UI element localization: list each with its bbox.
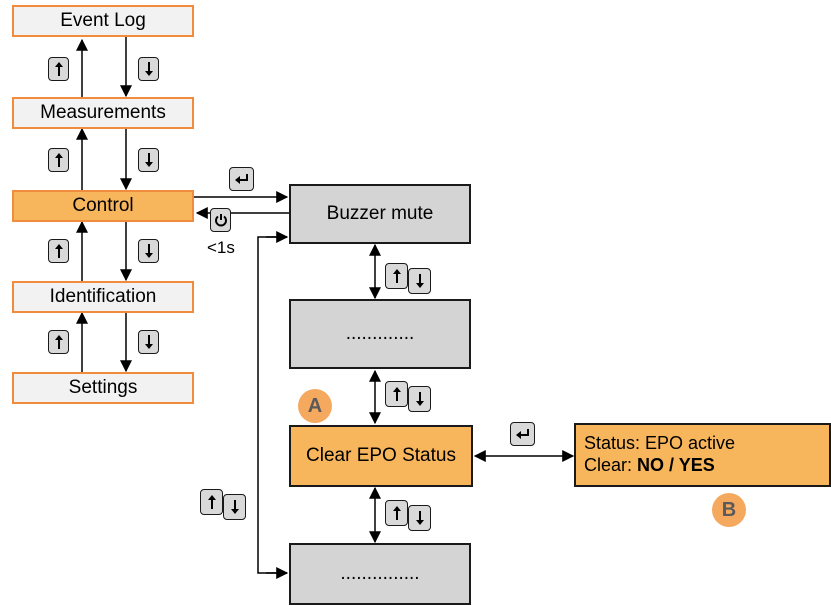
status-line: Status: EPO active bbox=[584, 433, 736, 453]
up-arrow-key-icon[interactable] bbox=[385, 263, 408, 289]
clear-options[interactable]: NO / YES bbox=[637, 455, 715, 475]
menu-item-label: Identification bbox=[49, 286, 157, 307]
menu-item-measurements[interactable]: Measurements bbox=[12, 97, 194, 129]
menu-item-settings[interactable]: Settings bbox=[12, 372, 194, 404]
menu-item-control[interactable]: Control bbox=[12, 190, 194, 222]
down-arrow-key-icon[interactable] bbox=[138, 239, 159, 263]
enter-key-icon[interactable] bbox=[229, 167, 254, 191]
menu-item-label: Settings bbox=[68, 377, 138, 398]
submenu-item-label: Clear EPO Status bbox=[306, 445, 456, 466]
power-key-icon[interactable] bbox=[210, 208, 231, 232]
badge-a: A bbox=[298, 389, 332, 423]
up-down-key-pair bbox=[200, 489, 246, 520]
down-arrow-key-icon[interactable] bbox=[223, 494, 246, 520]
submenu-item-placeholder[interactable]: ............. bbox=[289, 299, 471, 369]
up-arrow-key-icon[interactable] bbox=[385, 381, 408, 407]
down-arrow-key-icon[interactable] bbox=[138, 330, 159, 354]
submenu-item-label: ............... bbox=[340, 563, 420, 584]
submenu-item-placeholder[interactable]: ............... bbox=[289, 543, 471, 605]
menu-item-identification[interactable]: Identification bbox=[12, 281, 194, 313]
menu-item-label: Event Log bbox=[60, 10, 146, 31]
down-arrow-key-icon[interactable] bbox=[138, 148, 159, 172]
clear-prefix: Clear: bbox=[584, 455, 638, 475]
clear-line: Clear: NO / YES bbox=[584, 454, 829, 476]
up-down-key-pair bbox=[385, 263, 431, 294]
up-arrow-key-icon[interactable] bbox=[200, 489, 223, 515]
submenu-item-buzzer-mute[interactable]: Buzzer mute bbox=[289, 184, 471, 244]
hold-time-label: <1s bbox=[207, 238, 235, 257]
up-arrow-key-icon[interactable] bbox=[48, 239, 69, 263]
up-arrow-key-icon[interactable] bbox=[48, 57, 69, 81]
menu-item-label: Control bbox=[72, 195, 134, 216]
enter-key-icon[interactable] bbox=[510, 422, 535, 446]
up-arrow-key-icon[interactable] bbox=[48, 330, 69, 354]
down-arrow-key-icon[interactable] bbox=[138, 57, 159, 81]
submenu-item-label: Buzzer mute bbox=[326, 203, 434, 224]
up-down-key-pair bbox=[385, 500, 431, 531]
menu-item-event-log[interactable]: Event Log bbox=[12, 5, 194, 37]
down-arrow-key-icon[interactable] bbox=[408, 386, 431, 412]
badge-b: B bbox=[712, 493, 746, 527]
down-arrow-key-icon[interactable] bbox=[408, 268, 431, 294]
submenu-item-label: ............. bbox=[345, 323, 415, 344]
up-arrow-key-icon[interactable] bbox=[385, 500, 408, 526]
epo-status-panel: Status: EPO active Clear: NO / YES bbox=[574, 423, 831, 487]
down-arrow-key-icon[interactable] bbox=[408, 505, 431, 531]
menu-item-label: Measurements bbox=[40, 102, 166, 123]
up-down-key-pair bbox=[385, 381, 431, 412]
up-arrow-key-icon[interactable] bbox=[48, 148, 69, 172]
submenu-item-clear-epo-status[interactable]: Clear EPO Status bbox=[289, 425, 473, 487]
